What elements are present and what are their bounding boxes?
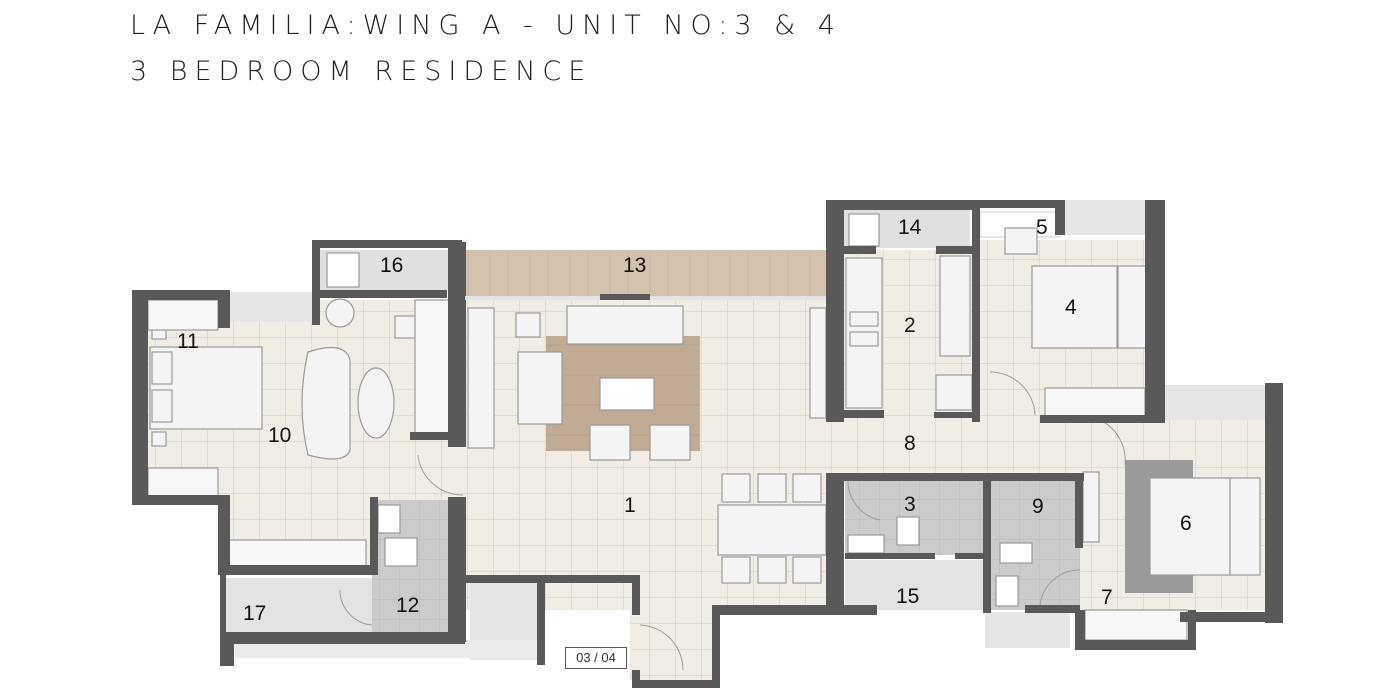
room-label-11: 11 [177,330,199,353]
furniture [147,213,1261,641]
plan-title: LA FAMILIA:WING A - UNIT NO:3 & 4 [130,10,842,41]
walls [132,200,1283,688]
room-label-5: 5 [1036,216,1048,239]
room-label-4: 4 [1065,296,1077,319]
room-labels: 1 2 3 4 5 6 7 8 9 10 11 12 13 14 15 16 1… [177,216,1192,625]
plan-subtitle: 3 BEDROOM RESIDENCE [130,56,593,87]
room-label-10: 10 [268,424,291,447]
room-label-3: 3 [904,493,916,516]
room-label-15: 15 [896,585,919,608]
room-label-8: 8 [904,432,916,455]
room-label-7: 7 [1101,586,1113,609]
room-label-13: 13 [623,254,646,277]
room-label-6: 6 [1180,512,1192,535]
room-label-2: 2 [904,314,916,337]
room-label-1: 1 [624,494,636,517]
room-label-9: 9 [1032,495,1044,518]
room-label-16: 16 [380,254,403,277]
room-label-14: 14 [898,216,922,239]
room-label-12: 12 [396,594,419,617]
unit-number-tag: 03 / 04 [565,647,627,669]
room-label-17: 17 [243,602,266,625]
